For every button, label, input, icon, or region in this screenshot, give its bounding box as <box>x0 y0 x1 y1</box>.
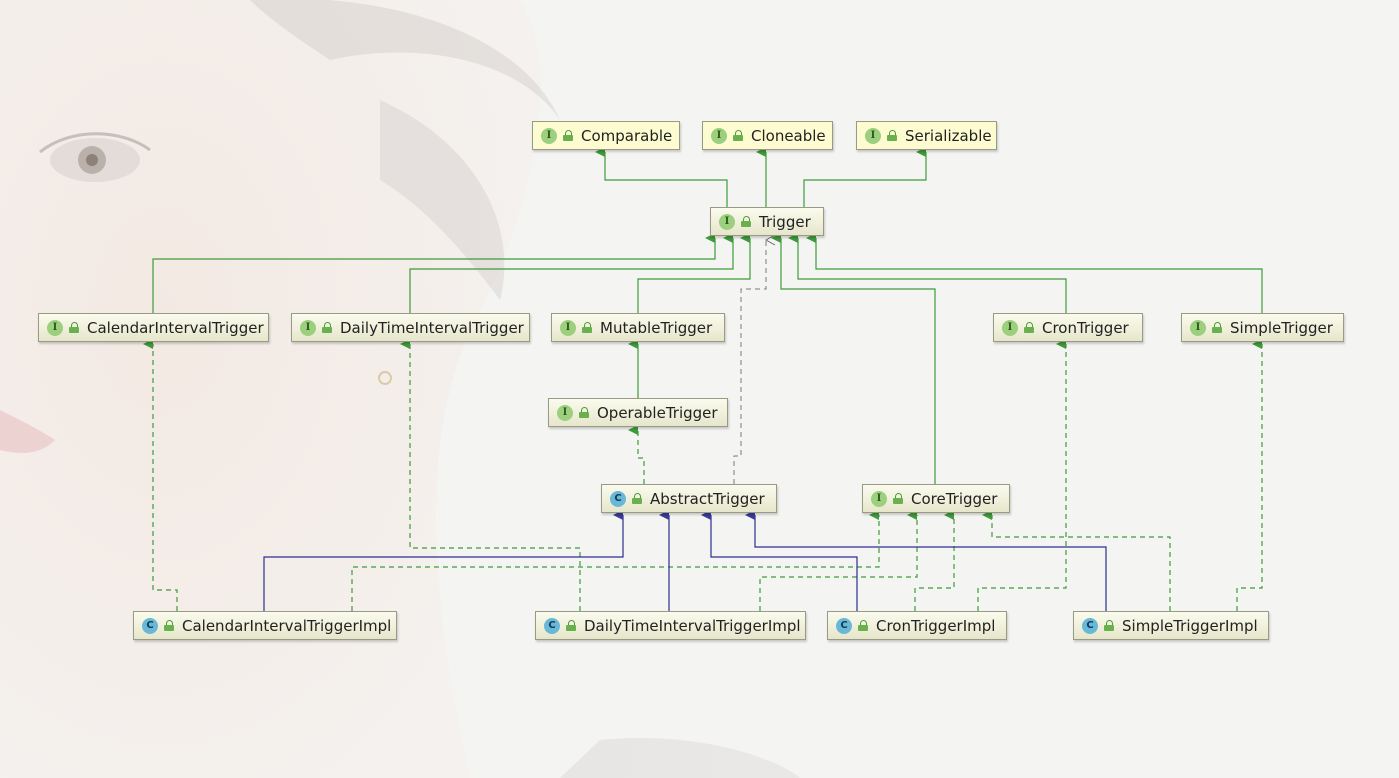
interface-icon: I <box>1002 319 1018 336</box>
edge-calimpl-abstract <box>263 510 624 611</box>
node-label: CronTriggerImpl <box>876 616 996 635</box>
node-label: SimpleTrigger <box>1230 318 1333 337</box>
edge-cronimpl-cron <box>977 339 1067 611</box>
edge-simpleimpl-simple <box>1236 339 1263 611</box>
edge-calimpl-core <box>351 510 880 611</box>
node-calendar-interval-trigger[interactable]: I CalendarIntervalTrigger <box>38 313 269 342</box>
node-label: CalendarIntervalTrigger <box>87 318 264 337</box>
interface-icon: I <box>541 127 557 144</box>
node-simple-trigger-impl[interactable]: C SimpleTriggerImpl <box>1073 611 1269 640</box>
interface-icon: I <box>47 319 63 336</box>
abstract-class-icon: C <box>610 490 626 507</box>
edge-dailyimpl-core <box>759 510 918 611</box>
class-icon: C <box>1082 617 1098 634</box>
edge-calimpl-calinterval <box>143 339 178 611</box>
edge-cron-trigger <box>788 233 1067 313</box>
edge-abstract-operable <box>628 425 645 484</box>
node-label: CoreTrigger <box>911 489 998 508</box>
public-visibility-icon <box>1212 322 1222 333</box>
edge-dailyimpl-dailytime <box>400 339 581 611</box>
edge-trigger-serializable <box>803 147 927 207</box>
node-label: CronTrigger <box>1042 318 1129 337</box>
node-label: Trigger <box>759 212 811 231</box>
node-abstract-trigger[interactable]: C AbstractTrigger <box>601 484 777 513</box>
edge-calendarinterval-trigger <box>152 233 716 313</box>
node-label: MutableTrigger <box>600 318 713 337</box>
interface-icon: I <box>557 404 573 421</box>
edge-cronimpl-core <box>914 510 955 611</box>
interface-icon: I <box>711 127 727 144</box>
public-visibility-icon <box>887 130 897 141</box>
interface-icon: I <box>1190 319 1206 336</box>
node-comparable[interactable]: I Comparable <box>532 121 680 150</box>
public-visibility-icon <box>322 322 332 333</box>
node-daily-time-interval-trigger[interactable]: I DailyTimeIntervalTrigger <box>291 313 530 342</box>
interface-icon: I <box>871 490 887 507</box>
public-visibility-icon <box>566 620 576 631</box>
node-daily-time-interval-trigger-impl[interactable]: C DailyTimeIntervalTriggerImpl <box>535 611 806 640</box>
class-icon: C <box>836 617 852 634</box>
edge-dailytime-trigger <box>409 233 734 313</box>
edge-coretrigger-trigger <box>771 233 936 484</box>
edge-simpleimpl-core <box>982 510 1171 611</box>
node-operable-trigger[interactable]: I OperableTrigger <box>548 398 728 427</box>
public-visibility-icon <box>1024 322 1034 333</box>
node-trigger[interactable]: I Trigger <box>710 207 824 236</box>
node-core-trigger[interactable]: I CoreTrigger <box>862 484 1010 513</box>
public-visibility-icon <box>741 216 751 227</box>
node-simple-trigger[interactable]: I SimpleTrigger <box>1181 313 1344 342</box>
edge-simpleimpl-abstract <box>745 510 1107 611</box>
edge-cronimpl-abstract <box>701 510 858 611</box>
public-visibility-icon <box>893 493 903 504</box>
public-visibility-icon <box>563 130 573 141</box>
edge-simple-trigger <box>806 233 1263 313</box>
node-label: OperableTrigger <box>597 403 718 422</box>
node-label: SimpleTriggerImpl <box>1122 616 1258 635</box>
node-serializable[interactable]: I Serializable <box>856 121 997 150</box>
public-visibility-icon <box>632 493 642 504</box>
public-visibility-icon <box>579 407 589 418</box>
node-calendar-interval-trigger-impl[interactable]: C CalendarIntervalTriggerImpl <box>133 611 397 640</box>
public-visibility-icon <box>733 130 743 141</box>
node-mutable-trigger[interactable]: I MutableTrigger <box>551 313 725 342</box>
node-cloneable[interactable]: I Cloneable <box>702 121 833 150</box>
node-cron-trigger[interactable]: I CronTrigger <box>993 313 1143 342</box>
node-label: DailyTimeIntervalTriggerImpl <box>584 616 801 635</box>
node-label: AbstractTrigger <box>650 489 765 508</box>
interface-icon: I <box>560 319 576 336</box>
interface-icon: I <box>300 319 316 336</box>
interface-icon: I <box>865 127 881 144</box>
public-visibility-icon <box>858 620 868 631</box>
class-icon: C <box>142 617 158 634</box>
node-label: DailyTimeIntervalTrigger <box>340 318 524 337</box>
edge-abstract-trigger-dependency <box>733 240 766 484</box>
public-visibility-icon <box>164 620 174 631</box>
edge-mutable-trigger <box>637 233 751 313</box>
public-visibility-icon <box>69 322 79 333</box>
class-icon: C <box>544 617 560 634</box>
public-visibility-icon <box>582 322 592 333</box>
node-cron-trigger-impl[interactable]: C CronTriggerImpl <box>827 611 1007 640</box>
node-label: Cloneable <box>751 126 826 145</box>
node-label: CalendarIntervalTriggerImpl <box>182 616 392 635</box>
edge-trigger-comparable <box>595 147 728 207</box>
interface-icon: I <box>719 213 735 230</box>
node-label: Comparable <box>581 126 673 145</box>
node-label: Serializable <box>905 126 992 145</box>
public-visibility-icon <box>1104 620 1114 631</box>
